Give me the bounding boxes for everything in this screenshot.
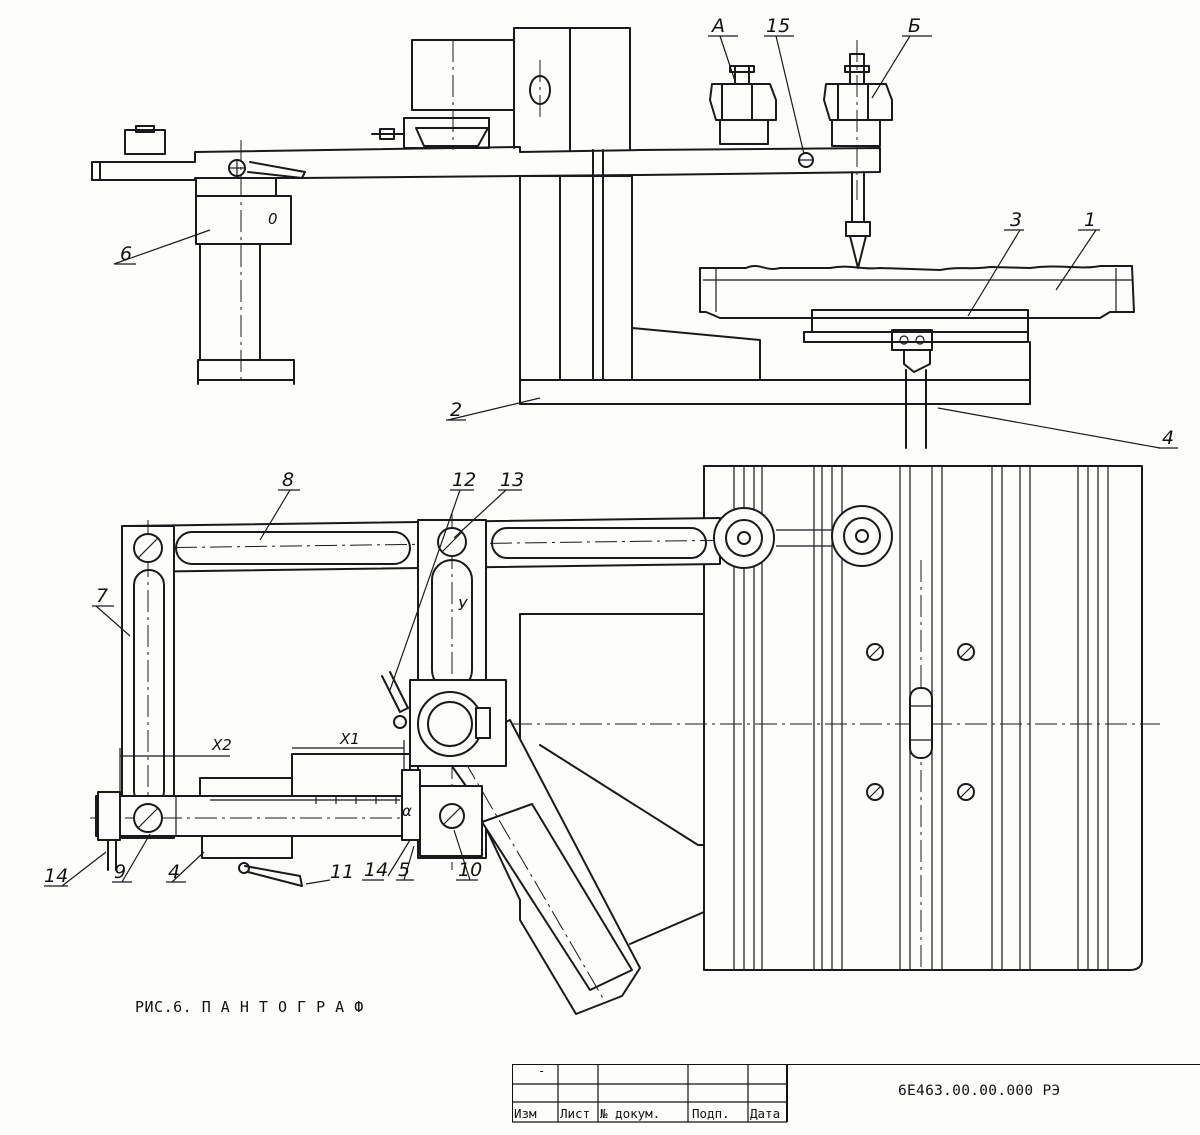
callout-4-top: 4 [1162,427,1174,449]
callout-5: 5 [398,859,410,881]
callout-8: 8 [282,469,294,491]
clamp-block [381,671,507,767]
svg-text:0: 0 [268,210,278,228]
figure-caption: РИС.6. П А Н Т О Г Р А Ф [135,998,364,1016]
callout-2: 2 [450,399,462,421]
header-data: Дата [750,1106,781,1121]
dimension-alpha: α [402,802,412,820]
title-block: - Изм Лист № докум. Подп. Дата 6Е463.00.… [512,1064,1200,1124]
callout-labels: 1 2 3 4 6 15 А Б 8 7 12 13 14 9 4 11 14 … [44,15,1174,887]
title-block-dash: - [538,1064,546,1078]
table-bolts [866,643,975,801]
callout-b: Б [908,15,921,37]
header-podp: Подп. [692,1106,730,1121]
tool-holder-a [709,65,777,145]
header-list: Лист [560,1106,591,1121]
dimension-lines [119,740,405,800]
leader-lines [44,35,1178,887]
callout-11: 11 [330,861,354,883]
lower-plan-view [90,465,1160,1015]
dimension-y: У [458,596,468,614]
callout-9: 9 [114,861,126,883]
tool-holder-b [823,40,893,200]
callout-14-left: 14 [44,865,68,887]
upper-elevation-view: 0 [91,27,1135,449]
callout-15: 15 [766,15,790,37]
table-slots [510,466,1160,970]
callout-7: 7 [96,585,108,607]
document-code: 6Е463.00.00.000 РЭ [898,1083,1061,1099]
header-dokum: № докум. [600,1106,661,1121]
callout-10: 10 [458,859,482,881]
title-block-grid [512,1064,1200,1123]
header-izm: Изм [514,1106,537,1121]
pivot-joints [133,505,893,833]
callout-14-right: 14 [364,859,388,881]
callout-a: А [710,15,725,37]
callout-13: 13 [500,469,524,491]
callout-4-bottom: 4 [168,861,180,883]
callout-1: 1 [1084,209,1096,231]
swing-arm-10 [441,719,641,1015]
callout-6: 6 [120,243,132,265]
callout-3: 3 [1010,209,1022,231]
link-7 [121,520,175,839]
dimension-x2: X2 [211,736,232,754]
dimension-x1: X1 [339,730,360,748]
callout-12: 12 [452,469,476,491]
